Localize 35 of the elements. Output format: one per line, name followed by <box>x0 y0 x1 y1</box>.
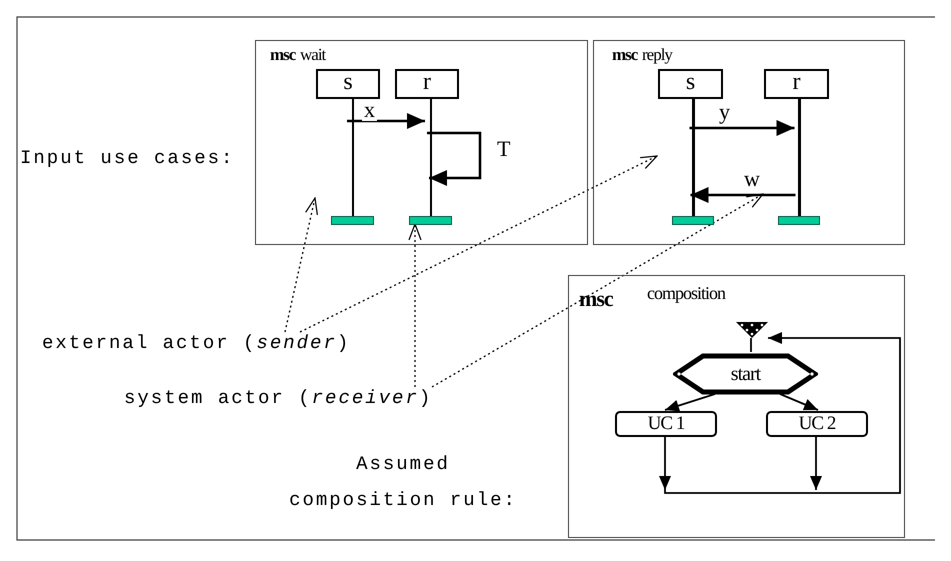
flow-arrow <box>664 393 716 412</box>
use-case-box: UC 2 <box>766 411 868 437</box>
leader-arrow <box>300 155 658 333</box>
leader-arrow <box>284 197 318 332</box>
diagram-name: wait <box>300 46 326 63</box>
annotation-text: system actor (receiver) <box>124 387 442 409</box>
diagram-keyword: msc <box>270 46 296 63</box>
diagram-frame <box>593 40 905 245</box>
diagram-keyword: msc <box>579 288 613 310</box>
diagram-frame <box>568 275 905 538</box>
flow-arrow <box>659 436 671 490</box>
flow-arrow <box>810 436 822 490</box>
diagram-name: reply <box>642 46 672 63</box>
instance-head: s <box>658 69 723 99</box>
message-arrow <box>690 120 794 136</box>
leader-arrow <box>408 223 422 387</box>
diagram-frame <box>255 40 588 245</box>
annotation-text: external actor (sender) <box>42 332 354 354</box>
annotation-text: Assumed composition rule: <box>288 452 518 513</box>
diagram-name: composition <box>647 284 725 302</box>
use-case-box: UC 1 <box>615 411 717 437</box>
message-arrow <box>347 113 425 129</box>
annotation-text: Input use cases: <box>20 146 234 171</box>
loop-back-arrow <box>664 332 901 494</box>
instance-head: r <box>764 69 829 99</box>
instance-head: r <box>395 69 459 99</box>
connector-line <box>750 338 752 352</box>
leader-arrow <box>432 193 764 388</box>
start-symbol <box>735 321 769 339</box>
flow-arrow <box>780 393 818 411</box>
message-arrow <box>690 187 796 203</box>
instance-head: s <box>316 69 380 99</box>
diagram-keyword: msc <box>612 46 638 63</box>
message-arrow <box>427 132 482 186</box>
start-hexagon: start <box>673 353 818 395</box>
